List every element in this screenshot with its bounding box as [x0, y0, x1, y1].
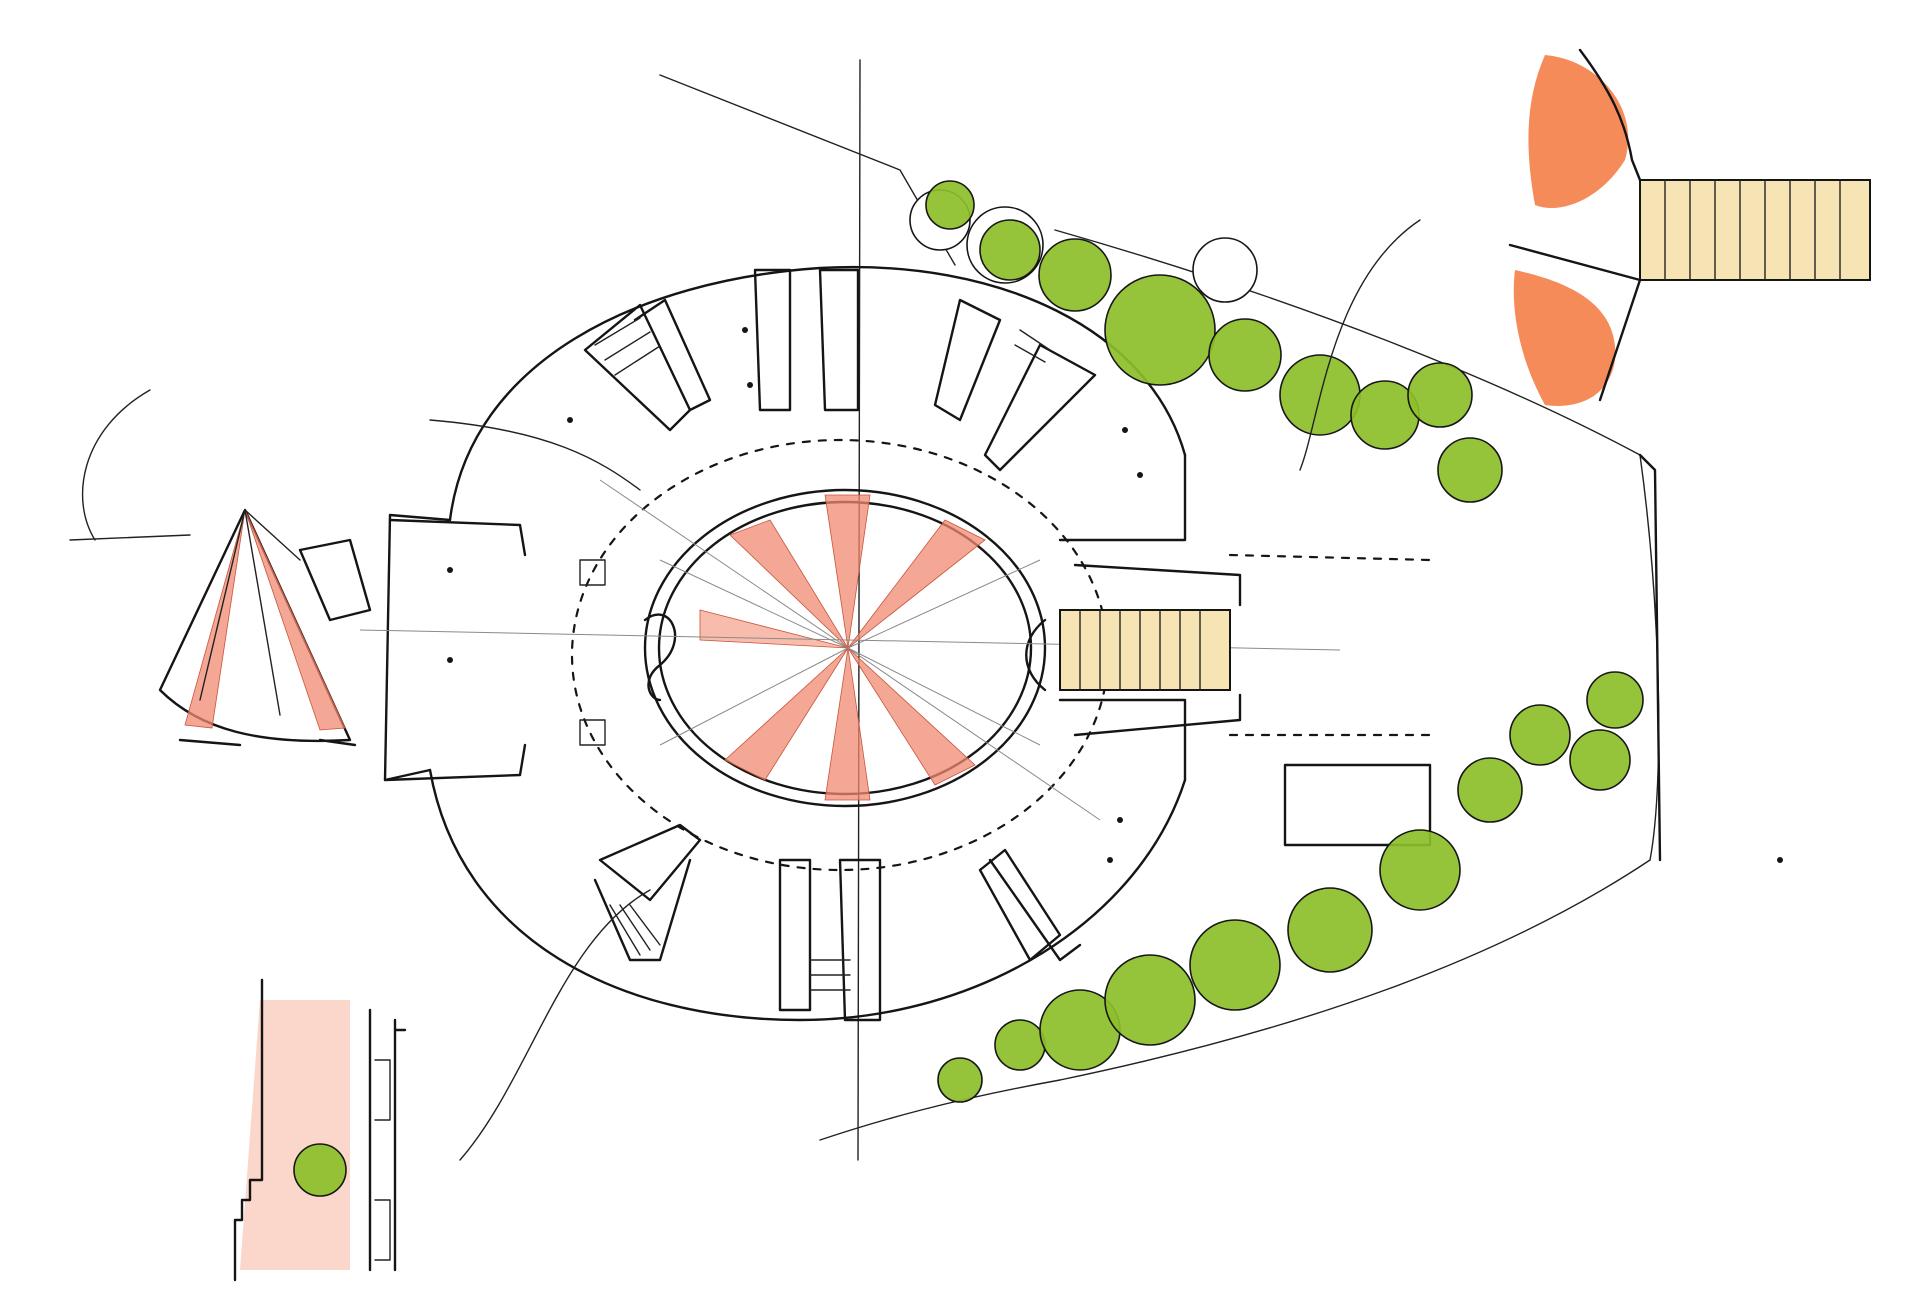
left-fan-element: [158, 508, 372, 747]
ring-dots: [447, 327, 1783, 863]
entry-deck: [1059, 553, 1432, 847]
trees-bottom: [937, 671, 1644, 1103]
construction-rays: [359, 479, 1341, 821]
site-boundary-lines: [659, 59, 1662, 1161]
elevation-sketch: [233, 978, 407, 1282]
leader-lines: [69, 219, 1421, 1161]
radial-slots-top: [583, 268, 1097, 472]
trees-top: [909, 180, 1503, 503]
left-court-wall: [383, 518, 606, 782]
radial-slots-bottom: [593, 823, 1082, 1022]
wood-bridge: [1508, 48, 1871, 406]
radial-wedges: [699, 494, 986, 801]
